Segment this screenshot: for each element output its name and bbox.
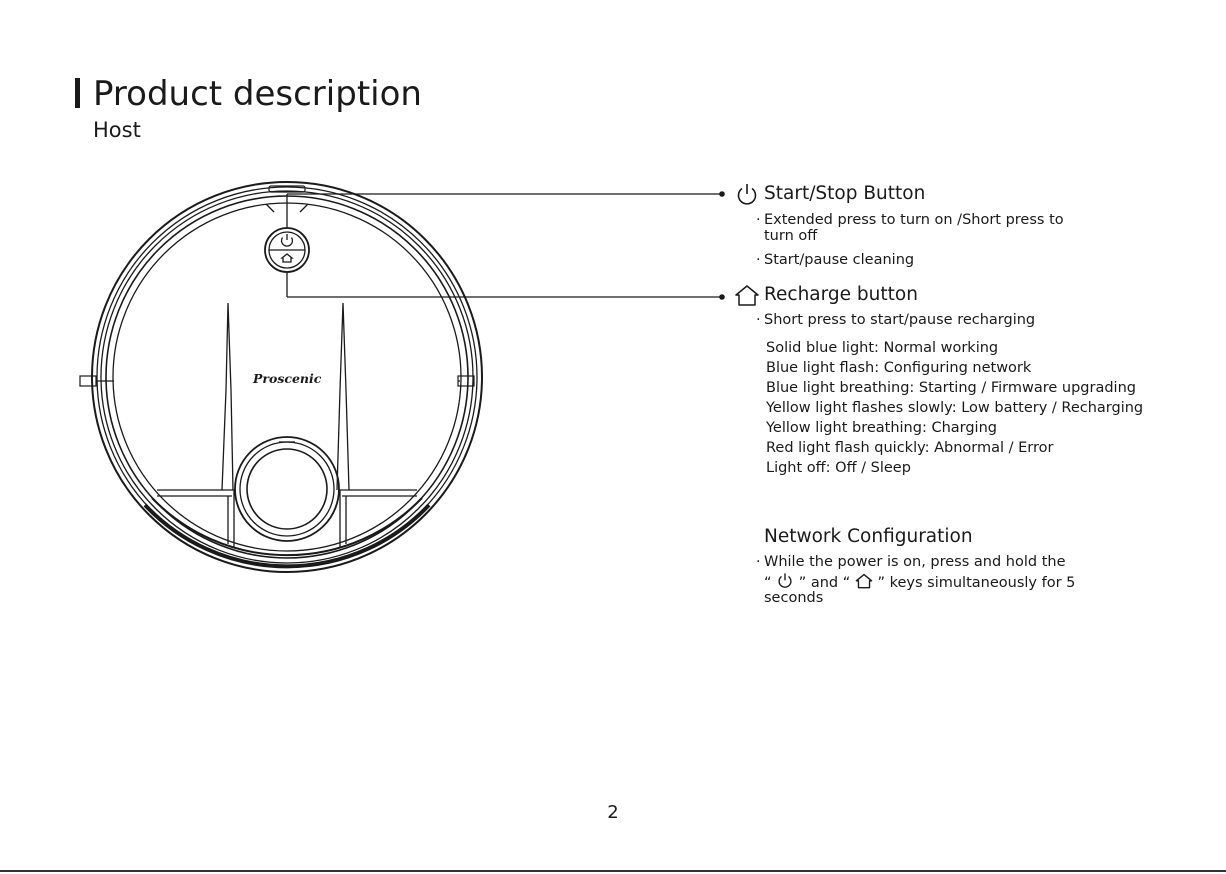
open-quote: “: [764, 575, 772, 591]
light-status-item: Yellow light flashes slowly: Low battery…: [766, 400, 1144, 416]
bullet-dot: ·: [756, 312, 761, 328]
light-status-item: Light off: Off / Sleep: [766, 460, 911, 476]
bullet-dot: ·: [756, 252, 761, 268]
recharge-bullet-1-text: Short press to start/pause recharging: [764, 312, 1036, 328]
home-icon: [855, 573, 873, 589]
light-status-list: Solid blue light: Normal working Blue li…: [766, 338, 1143, 478]
bullet-dot: ·: [756, 212, 761, 228]
network-line-3: seconds: [764, 590, 824, 606]
page-title: Product description: [93, 74, 422, 114]
light-status-item: Blue light breathing: Starting / Firmwar…: [766, 380, 1136, 396]
network-line-2-mid: ” and “: [798, 575, 851, 591]
network-line-2: “ ” and “ ” keys simultaneously for 5: [764, 572, 1075, 592]
start-stop-bullet-1-continued: turn off: [764, 228, 818, 244]
light-status-item: Yellow light breathing: Charging: [766, 420, 997, 436]
start-stop-bullet-1-text: Extended press to turn on /Short press t…: [764, 212, 1064, 228]
brand-logo: Proscenic: [253, 371, 322, 386]
bullet-dot: ·: [756, 554, 761, 570]
start-stop-bullet-2-text: Start/pause cleaning: [764, 252, 915, 268]
light-status-item: Red light flash quickly: Abnormal / Erro…: [766, 440, 1054, 456]
power-icon: [737, 184, 757, 205]
network-line-1: While the power is on, press and hold th…: [764, 554, 1066, 570]
start-stop-heading: Start/Stop Button: [764, 183, 926, 204]
light-status-item: Blue light flash: Configuring network: [766, 360, 1032, 376]
title-accent-bar: [75, 78, 80, 108]
bottom-rule: [0, 870, 1226, 872]
network-heading: Network Configuration: [764, 526, 973, 547]
home-icon: [735, 285, 759, 306]
network-line-2-end: ” keys simultaneously for 5: [877, 575, 1076, 591]
page-subtitle: Host: [93, 118, 141, 142]
recharge-heading: Recharge button: [764, 284, 918, 305]
power-icon: [778, 573, 792, 588]
light-status-item: Solid blue light: Normal working: [766, 340, 999, 356]
page-number: 2: [607, 802, 619, 823]
